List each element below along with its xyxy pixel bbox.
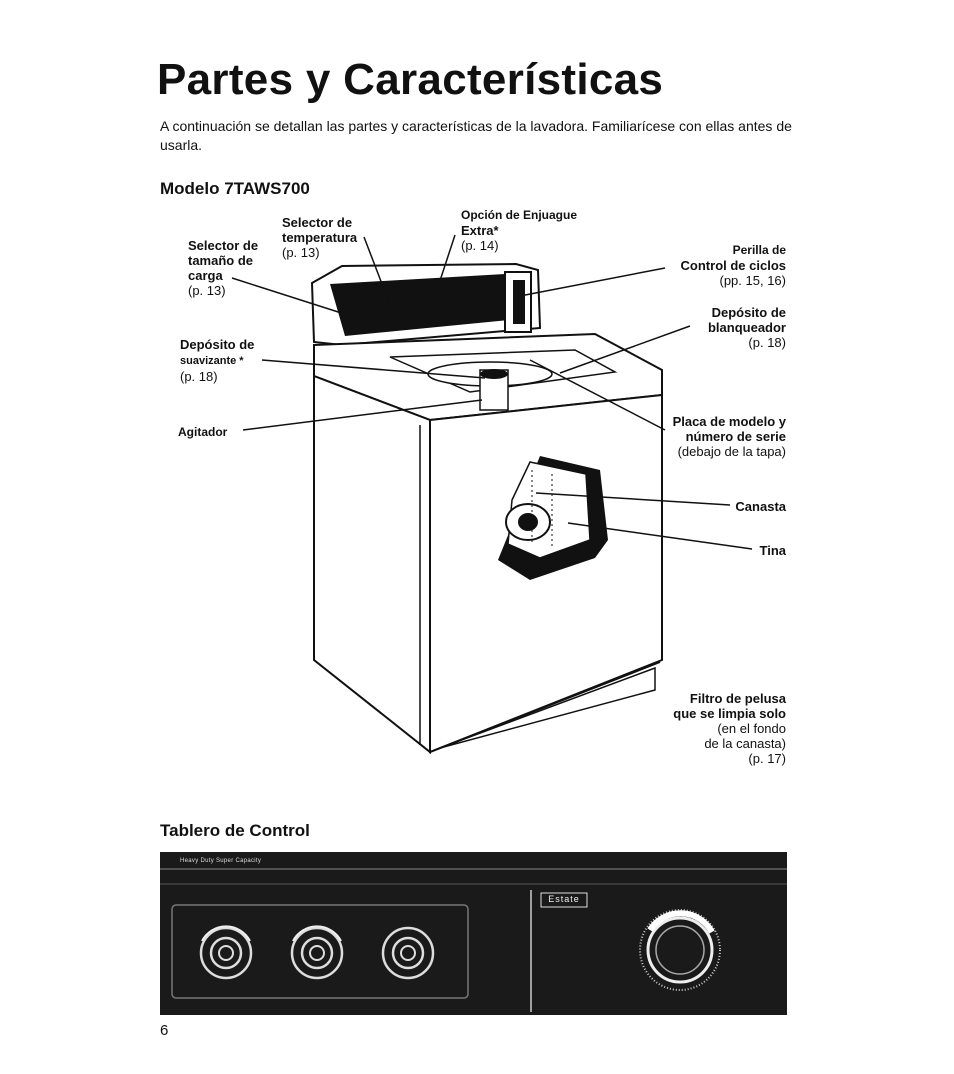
brand-logo: Estate bbox=[548, 894, 580, 904]
size-knob bbox=[199, 925, 253, 980]
model-heading: Modelo 7TAWS700 bbox=[160, 179, 310, 198]
bleach-dispenser-label: Depósito de blanqueador (p. 18) bbox=[707, 305, 786, 350]
agitator-label: Agitador bbox=[178, 425, 228, 439]
tub-label: Tina bbox=[759, 543, 787, 558]
page-title: Partes y Características bbox=[157, 55, 664, 104]
cycle-control-dial bbox=[639, 909, 721, 991]
panel-caption: Heavy Duty Super Capacity bbox=[180, 858, 262, 864]
extra-rinse-label: Opción de Enjuague Extra* (p. 14) bbox=[461, 208, 578, 253]
extra-rinse-knob bbox=[381, 926, 435, 980]
cycle-knob-label: Perilla de Control de ciclos (pp. 15, 16… bbox=[680, 243, 786, 288]
lint-filter-label: Filtro de pelusa que se limpia solo (en … bbox=[673, 691, 786, 766]
size-selector-label: Selector de tamaño de carga (p. 13) bbox=[188, 238, 259, 298]
control-panel-heading: Tablero de Control bbox=[160, 821, 310, 840]
model-plate-label: Placa de modelo y número de serie (debaj… bbox=[672, 414, 786, 459]
basket-label: Canasta bbox=[735, 499, 786, 514]
brand-badge bbox=[540, 892, 588, 908]
selector-knob-box bbox=[171, 904, 469, 999]
console-panel bbox=[330, 274, 530, 336]
intro-paragraph: A continuación se detallan las partes y … bbox=[160, 118, 792, 153]
temperature-knob bbox=[290, 925, 344, 980]
softener-dispenser-label: Depósito de suavizante * (p. 18) bbox=[180, 337, 255, 384]
page-number: 6 bbox=[160, 1022, 169, 1039]
temperature-selector-label: Selector de temperatura (p. 13) bbox=[282, 215, 358, 260]
